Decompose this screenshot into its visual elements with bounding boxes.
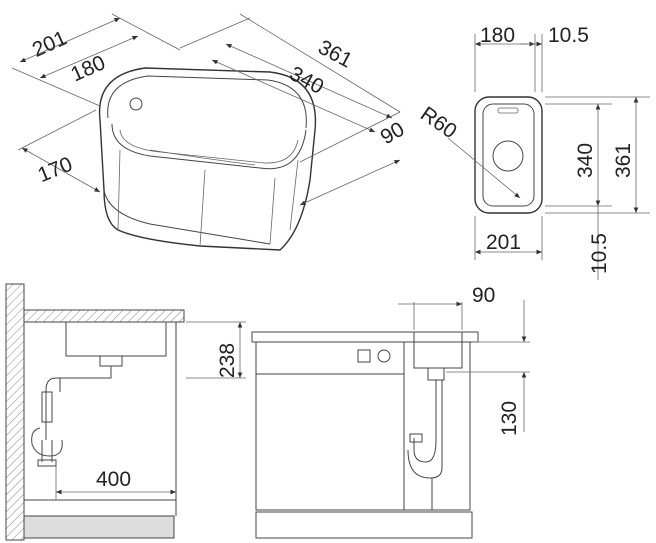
- appliance-knob-icon: [377, 349, 391, 363]
- wall-section: [5, 283, 25, 541]
- overflow-slot-icon: [497, 107, 519, 114]
- cabinet-right: [403, 341, 471, 511]
- front-countertop: [251, 331, 479, 343]
- countertop-section: [23, 309, 185, 323]
- sink-inner-top: [482, 103, 535, 207]
- top-dim-10-5: 10.5: [548, 24, 589, 47]
- sink-outline-top: [474, 96, 543, 214]
- drain-trap-icon: [31, 355, 123, 467]
- sink-bowl-outline: [98, 67, 317, 251]
- cabinet-plinth: [255, 511, 473, 539]
- top-view: 180 10.5 R60 340 361 201 10.5: [416, 24, 650, 280]
- dim-90: 90: [299, 111, 409, 206]
- dim-label-201: 201: [29, 27, 70, 62]
- dim-340: 340: [211, 59, 376, 133]
- top-dim-361: 361: [612, 143, 635, 178]
- top-dim-10-5-v: 10.5: [588, 233, 611, 274]
- dim-label-361: 361: [314, 36, 356, 73]
- dim-label-170: 170: [35, 153, 76, 187]
- top-dim-201: 201: [486, 231, 521, 254]
- dim-label-90: 90: [377, 118, 409, 150]
- front-view: 90 130: [251, 284, 530, 539]
- front-trap-icon: [407, 367, 445, 510]
- dim-170: 170: [17, 109, 101, 193]
- front-dim-130: 130: [498, 401, 521, 436]
- side-dim-400: 400: [96, 468, 131, 491]
- side-view: 238 400: [5, 283, 246, 541]
- sink-bowl-side: [65, 321, 167, 357]
- drain-icon: [492, 140, 524, 172]
- top-dim-r60: R60: [416, 102, 461, 143]
- tap-hole-icon: [129, 97, 143, 111]
- top-dim-340: 340: [574, 143, 597, 178]
- floor-plinth: [23, 515, 175, 539]
- side-dim-238: 238: [216, 343, 239, 378]
- top-dim-180: 180: [480, 24, 515, 47]
- dim-label-340: 340: [286, 62, 328, 99]
- appliance-switch-icon: [357, 349, 371, 363]
- sink-bowl-front: [413, 331, 463, 369]
- dim-label-180: 180: [67, 51, 108, 86]
- dim-361: 361: [179, 13, 401, 119]
- cabinet-door-left: [255, 341, 405, 511]
- perspective-sink-view: 201 180 361 340 170 90: [11, 13, 409, 251]
- front-dim-90: 90: [472, 284, 495, 307]
